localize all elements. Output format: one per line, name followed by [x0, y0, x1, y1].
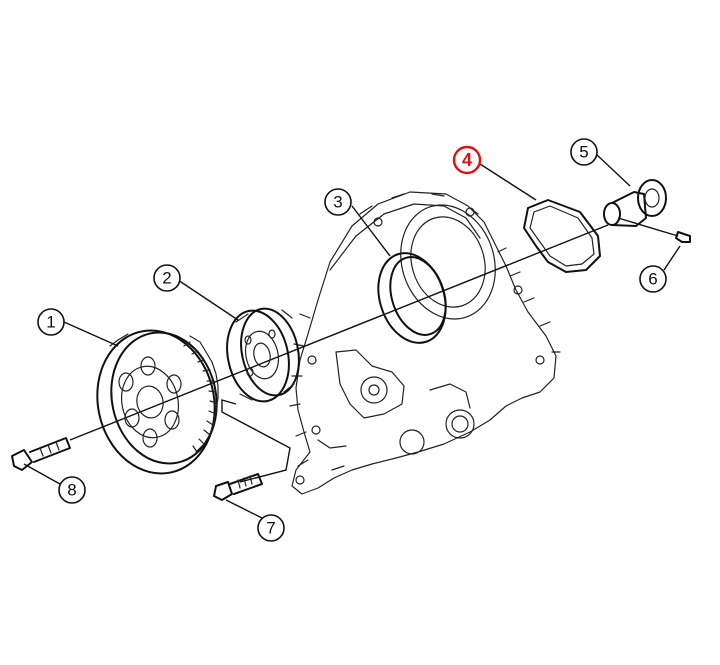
part-6-key [617, 217, 691, 243]
callout-6: 6 [639, 265, 667, 293]
assembly-axis [69, 224, 609, 441]
callout-4-label: 4 [462, 150, 472, 170]
callout-6-label: 6 [648, 270, 657, 289]
callout-8-label: 8 [67, 481, 76, 500]
part-7-bolt [213, 473, 263, 501]
part-5-plug [603, 179, 667, 227]
part-1-crankshaft-gear [96, 329, 219, 475]
callout-3: 3 [324, 188, 352, 216]
callout-1-label: 1 [46, 313, 55, 332]
part-3-seal-ring [377, 252, 447, 344]
callout-3-label: 3 [333, 193, 342, 212]
callout-5-label: 5 [579, 143, 588, 162]
part-2-pulley [226, 307, 300, 403]
engine-front-cover [289, 191, 561, 495]
callout-7: 7 [257, 514, 285, 542]
leader-lines [23, 153, 681, 519]
part-4-gasket [523, 199, 601, 273]
callout-4: 4 [452, 145, 482, 175]
callout-7-label: 7 [266, 519, 275, 538]
callout-1: 1 [37, 308, 65, 336]
callout-2: 2 [153, 264, 181, 292]
callout-8: 8 [58, 476, 86, 504]
part-8-bolt [11, 437, 71, 471]
callout-5: 5 [570, 138, 598, 166]
callout-2-label: 2 [162, 269, 171, 288]
